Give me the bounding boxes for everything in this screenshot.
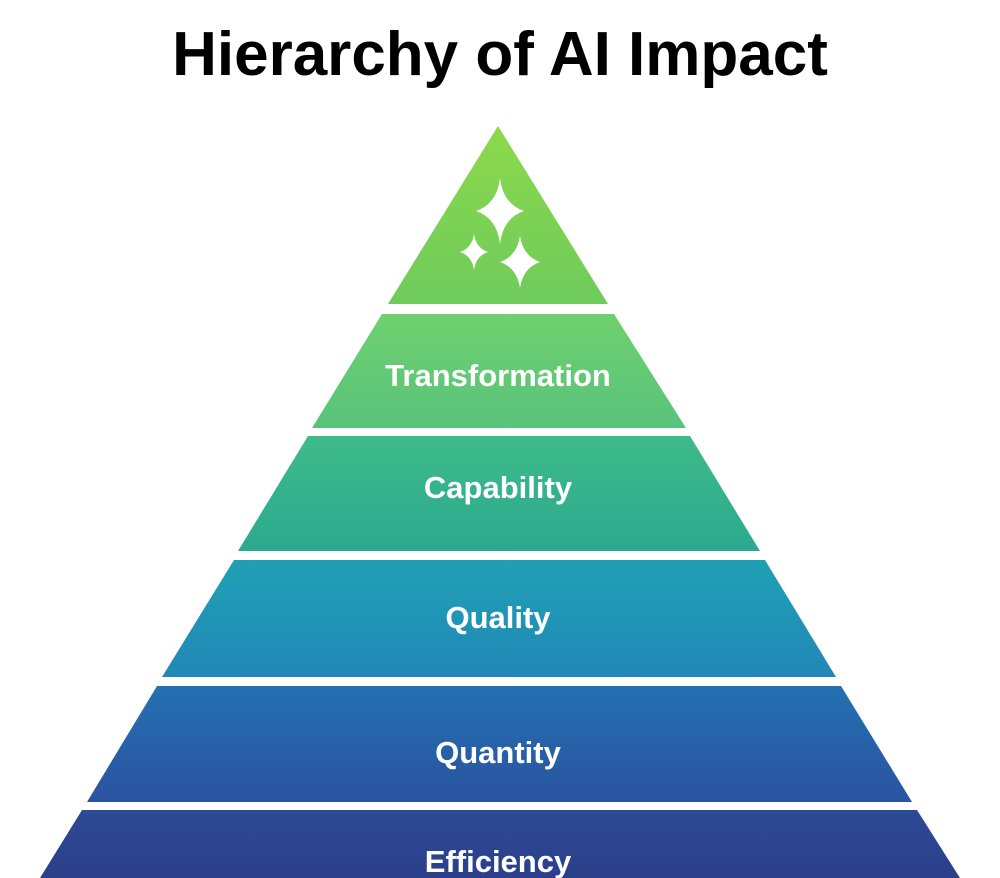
pyramid-level-transformation bbox=[312, 314, 686, 428]
level-label-quantity: Quantity bbox=[435, 735, 561, 770]
pyramid-level-efficiency bbox=[40, 810, 960, 878]
level-label-transformation: Transformation bbox=[385, 358, 611, 393]
pyramid-level-quantity bbox=[87, 686, 912, 802]
level-label-quality: Quality bbox=[445, 600, 551, 635]
pyramid-level-quality bbox=[162, 560, 836, 677]
level-label-efficiency: Efficiency bbox=[425, 844, 572, 878]
page-title: Hierarchy of AI Impact bbox=[172, 20, 828, 89]
level-label-capability: Capability bbox=[424, 470, 573, 505]
pyramid-level-capability bbox=[238, 436, 760, 551]
sparkles-icon bbox=[460, 178, 540, 288]
